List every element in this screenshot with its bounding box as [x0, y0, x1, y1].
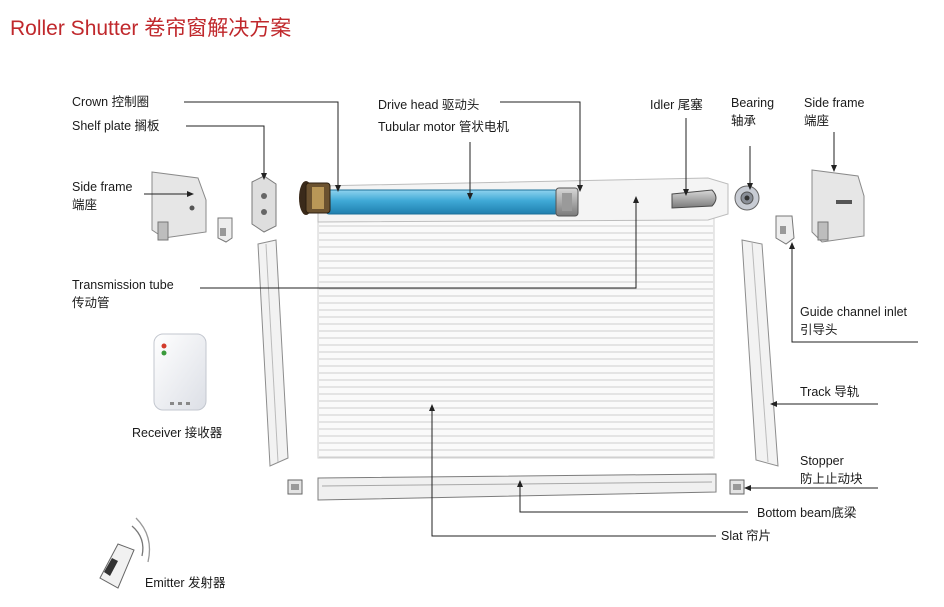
crown — [299, 181, 331, 215]
page-title: Roller Shutter 卷帘窗解决方案 — [10, 17, 292, 40]
arrowheads — [187, 165, 837, 491]
label-crown: Crown 控制圈 — [72, 95, 150, 109]
label-drive-head: Drive head 驱动头 — [378, 98, 480, 112]
label-side-frame-left: Side frame 端座 — [72, 178, 132, 214]
label-side-frame-right-en: Side frame — [804, 96, 865, 110]
label-tubular-motor: Tubular motor 管状电机 — [378, 120, 509, 134]
idler — [671, 189, 717, 209]
label-side-frame-right-zh: 端座 — [804, 114, 830, 128]
label-idler: Idler 尾塞 — [650, 98, 703, 112]
label-shelf-plate: Shelf plate 搁板 — [72, 119, 160, 133]
label-bottom-beam: Bottom beam底梁 — [757, 506, 857, 520]
stopper-left — [287, 479, 303, 495]
label-bearing-zh: 轴承 — [731, 114, 757, 128]
label-receiver: Receiver 接收器 — [132, 426, 223, 440]
label-bearing: Bearing 轴承 — [731, 94, 774, 130]
leader-lines — [144, 101, 918, 537]
drive-head — [555, 187, 579, 217]
emitter — [99, 517, 151, 589]
track-right — [741, 239, 779, 467]
label-track: Track 导轨 — [800, 385, 860, 399]
side-frame-right — [811, 169, 865, 243]
label-guide-channel-inlet-en: Guide channel inlet — [800, 305, 908, 319]
label-guide-channel-inlet: Guide channel inlet 引导头 — [800, 303, 907, 339]
label-side-frame-left-en: Side frame — [72, 180, 133, 194]
guide-channel-inlet-left — [217, 217, 233, 243]
label-transmission-tube-zh: 传动管 — [72, 296, 110, 310]
bearing — [734, 185, 760, 211]
label-side-frame-left-zh: 端座 — [72, 198, 98, 212]
label-bearing-en: Bearing — [731, 96, 775, 110]
receiver — [153, 333, 207, 411]
slat-curtain — [317, 217, 715, 459]
label-emitter: Emitter 发射器 — [145, 576, 226, 590]
side-frame-left — [151, 171, 207, 241]
guide-channel-inlet-right — [775, 215, 795, 245]
label-slat: Slat 帘片 — [721, 529, 772, 543]
label-stopper-zh: 防上止动块 — [800, 472, 863, 486]
label-transmission-tube-en: Transmission tube — [72, 278, 174, 292]
track-left — [257, 239, 289, 467]
label-stopper: Stopper 防上止动块 — [800, 452, 863, 488]
label-stopper-en: Stopper — [800, 454, 844, 468]
shelf-plate — [251, 175, 277, 233]
label-guide-channel-inlet-zh: 引导头 — [800, 323, 838, 337]
label-side-frame-right: Side frame 端座 — [804, 94, 864, 130]
tubular-motor — [325, 189, 559, 215]
label-transmission-tube: Transmission tube 传动管 — [72, 276, 174, 312]
stopper-right — [729, 479, 745, 495]
